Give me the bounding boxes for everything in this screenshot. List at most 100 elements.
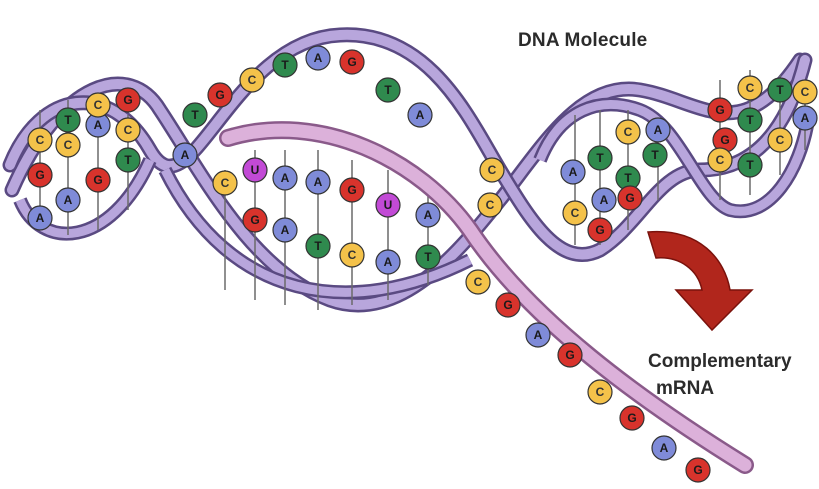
base-letter: C	[486, 198, 495, 212]
base-G-left-loop: G	[28, 163, 52, 187]
base-letter: C	[596, 385, 605, 399]
base-letter: G	[347, 183, 356, 197]
base-letter: T	[424, 250, 432, 264]
base-letter: G	[35, 168, 44, 182]
base-C-left-loop: C	[116, 118, 140, 142]
base-letter: A	[654, 123, 663, 137]
base-A-top-strand: A	[408, 103, 432, 127]
base-letter: A	[281, 171, 290, 185]
base-letter: A	[384, 255, 393, 269]
base-letter: C	[801, 85, 810, 99]
base-T-right-loop: T	[588, 146, 612, 170]
base-letter: T	[651, 148, 659, 162]
base-G-mrna-tail: G	[558, 343, 582, 367]
base-C-left-loop: C	[28, 128, 52, 152]
base-G-mrna-tail: G	[620, 406, 644, 430]
base-letter: T	[384, 83, 392, 97]
base-C-mrna-tail: C	[588, 380, 612, 404]
base-C-top-strand: C	[240, 68, 264, 92]
base-letter: C	[248, 73, 257, 87]
base-letter: T	[776, 83, 784, 97]
base-G-right-loop: G	[708, 98, 732, 122]
base-T-right-loop: T	[738, 108, 762, 132]
base-A-mrna-tail: A	[652, 436, 676, 460]
base-A-left-loop: A	[28, 206, 52, 230]
base-G-left-loop: G	[116, 88, 140, 112]
base-T-dna-template: T	[306, 234, 330, 258]
base-letter: C	[474, 275, 483, 289]
base-letter: T	[624, 171, 632, 185]
base-A-top-strand: A	[173, 143, 197, 167]
base-letter: T	[124, 153, 132, 167]
base-letter: G	[215, 88, 224, 102]
base-G-mrna-tail: G	[686, 458, 710, 482]
base-U-mrna-paired: U	[243, 158, 267, 182]
base-T-top-strand: T	[273, 53, 297, 77]
base-letter: G	[720, 133, 729, 147]
base-letter: T	[64, 113, 72, 127]
base-letter: G	[93, 173, 102, 187]
base-A-mrna-paired: A	[273, 166, 297, 190]
base-letter: C	[94, 98, 103, 112]
base-T-left-loop: T	[56, 108, 80, 132]
base-C-right-loop: C	[480, 158, 504, 182]
base-letter: T	[281, 58, 289, 72]
base-letter: A	[416, 108, 425, 122]
base-letter: C	[36, 133, 45, 147]
base-T-top-strand: T	[376, 78, 400, 102]
base-letter: G	[347, 55, 356, 69]
base-C-right-loop: C	[478, 193, 502, 217]
base-letter: A	[94, 118, 103, 132]
base-letter: A	[314, 51, 323, 65]
base-letter: T	[746, 113, 754, 127]
base-C-dna-template: C	[340, 243, 364, 267]
base-letter: U	[251, 163, 260, 177]
base-letter: G	[250, 213, 259, 227]
base-C-left-loop: C	[86, 93, 110, 117]
base-letter: G	[503, 298, 512, 312]
base-A-mrna-tail: A	[526, 323, 550, 347]
base-letter: U	[384, 198, 393, 212]
base-G-left-loop: G	[86, 168, 110, 192]
base-C-right-loop: C	[616, 120, 640, 144]
mrna-label-line1: Complementary	[648, 348, 792, 375]
base-letter: C	[571, 206, 580, 220]
base-A-right-loop: A	[646, 118, 670, 142]
base-A-mrna-paired: A	[416, 203, 440, 227]
base-A-right-loop: A	[592, 188, 616, 212]
base-letter: T	[314, 239, 322, 253]
base-letter: A	[64, 193, 73, 207]
base-A-dna-template: A	[273, 218, 297, 242]
base-G-dna-template: G	[243, 208, 267, 232]
base-G-right-loop: G	[588, 218, 612, 242]
base-T-top-strand: T	[183, 103, 207, 127]
base-letter: A	[801, 111, 810, 125]
base-T-left-loop: T	[116, 148, 140, 172]
base-letter: C	[776, 133, 785, 147]
base-U-mrna-paired: U	[376, 193, 400, 217]
base-letter: G	[565, 348, 574, 362]
base-C-right-loop: C	[708, 148, 732, 172]
base-letter: A	[281, 223, 290, 237]
base-letter: A	[424, 208, 433, 222]
base-letter: G	[715, 103, 724, 117]
base-letter: A	[181, 148, 190, 162]
base-letter: C	[488, 163, 497, 177]
base-letter: C	[348, 248, 357, 262]
base-T-right-loop: T	[643, 143, 667, 167]
base-letter: A	[314, 175, 323, 189]
mrna-label-line2: mRNA	[648, 375, 792, 402]
base-letter: G	[595, 223, 604, 237]
base-G-top-strand: G	[208, 83, 232, 107]
base-G-top-strand: G	[340, 50, 364, 74]
curved-arrow-icon	[648, 232, 752, 330]
base-letter: A	[534, 328, 543, 342]
base-T-dna-template: T	[416, 245, 440, 269]
base-letter: G	[123, 93, 132, 107]
base-letter: C	[64, 138, 73, 152]
base-A-dna-template: A	[376, 250, 400, 274]
base-A-right-loop: A	[793, 106, 817, 130]
base-letter: C	[624, 125, 633, 139]
base-A-right-loop: A	[561, 160, 585, 184]
